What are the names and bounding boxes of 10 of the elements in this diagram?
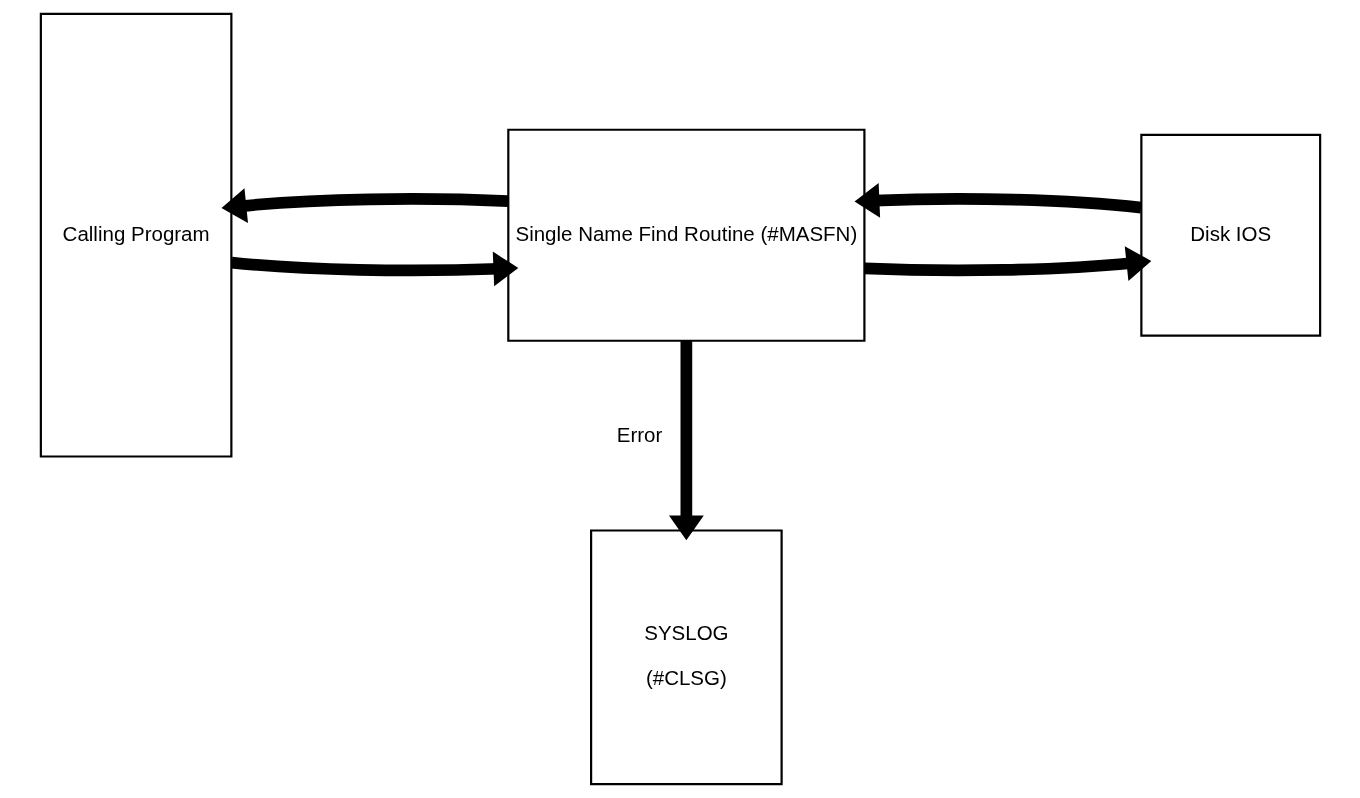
arrow — [864, 246, 1151, 281]
edge-label: Error — [616, 422, 662, 446]
node-box: SYSLOG (#CLSG) — [589, 529, 783, 786]
arrow — [668, 340, 704, 541]
arrow — [230, 251, 518, 287]
arrow — [221, 188, 508, 223]
arrow — [854, 182, 1142, 218]
node-box: Disk IOS — [1139, 133, 1321, 337]
node-box: Calling Program — [39, 12, 232, 458]
node-box: Single Name Find Routine (#MASFN) — [506, 128, 865, 342]
